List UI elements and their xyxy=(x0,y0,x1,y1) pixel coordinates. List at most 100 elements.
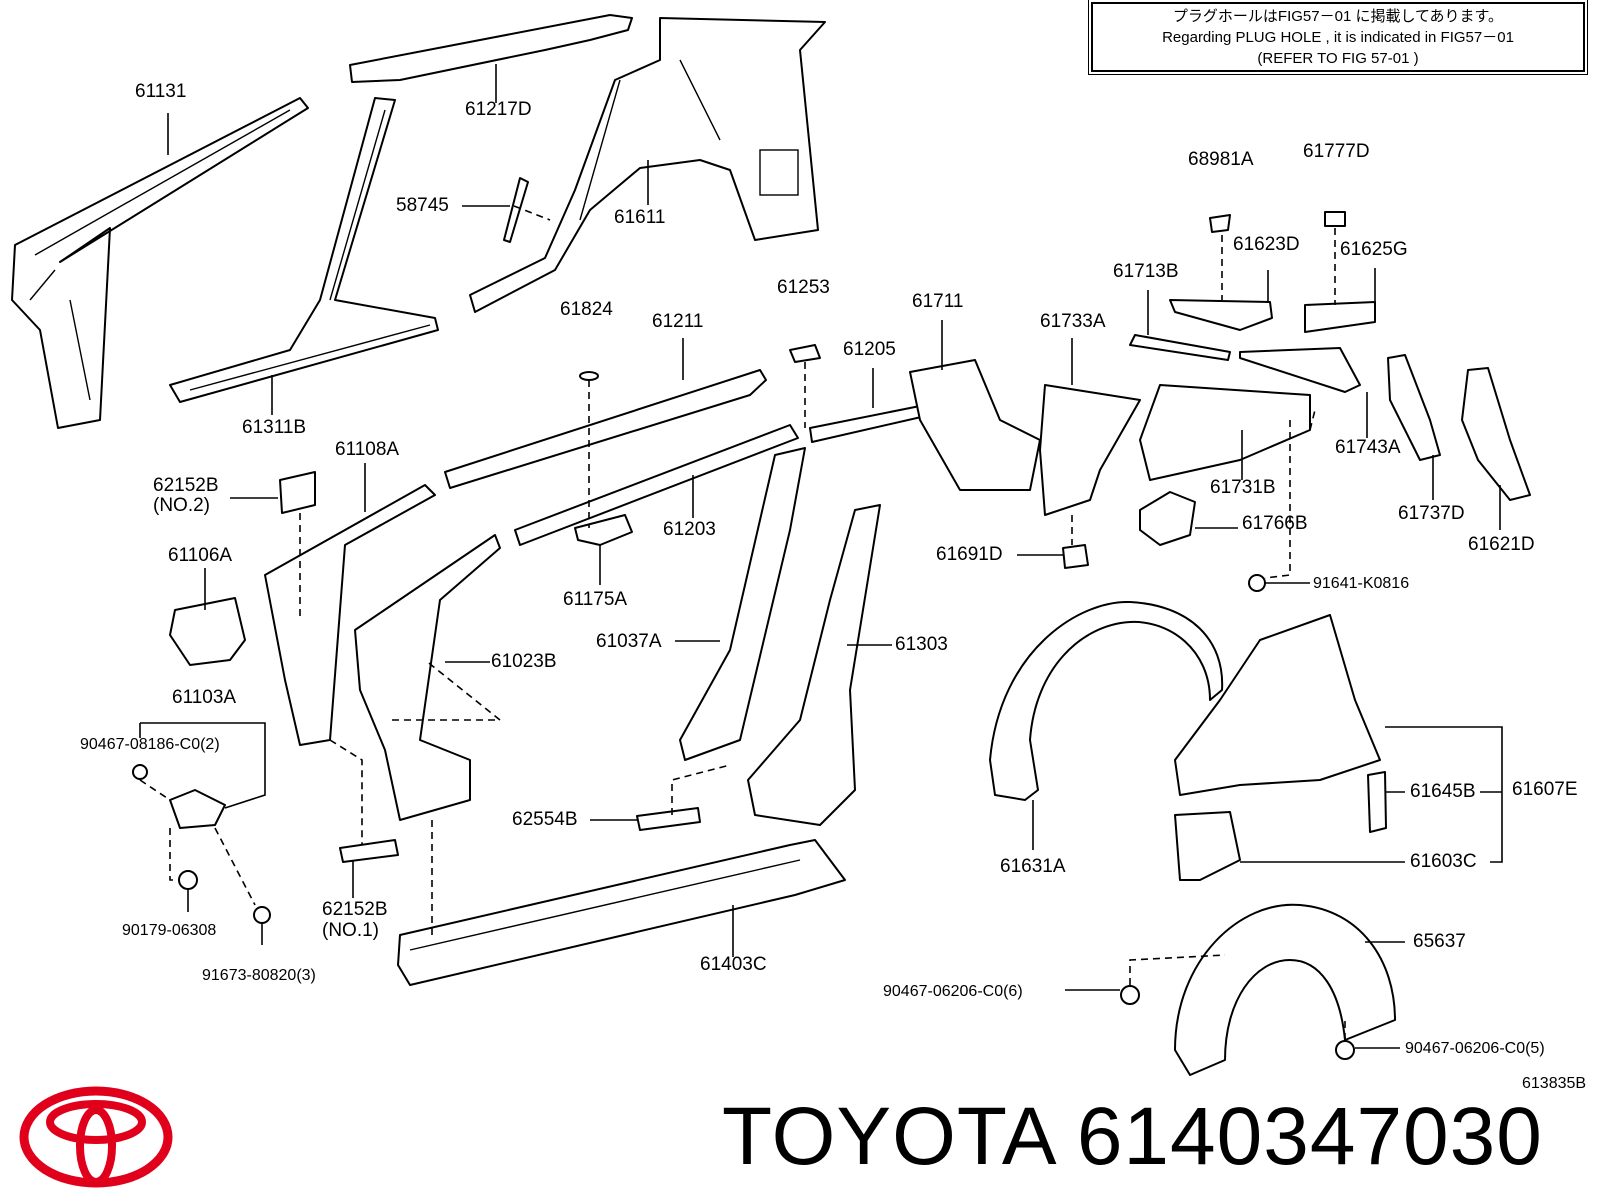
label-61303: 61303 xyxy=(895,634,948,655)
part-61253-shape xyxy=(789,344,821,363)
label-61023B: 61023B xyxy=(491,651,557,672)
part-61603C-shape xyxy=(1174,811,1241,881)
label-61733A: 61733A xyxy=(1040,311,1106,332)
label-58745: 58745 xyxy=(396,195,449,216)
part-61743A-shape xyxy=(1239,347,1361,393)
label-61824: 61824 xyxy=(560,299,613,320)
label-62152B-no1-suffix: (NO.1) xyxy=(322,920,379,941)
label-61621D: 61621D xyxy=(1468,534,1535,555)
part-61175A-shape xyxy=(574,514,633,546)
part-61737D-shape xyxy=(1387,354,1441,461)
part-61403C-shape xyxy=(397,839,846,986)
part-61303-shape xyxy=(747,504,881,826)
part-62152B-no1-shape xyxy=(339,839,399,863)
note-line-japanese: プラグホールはFIG57－01 に掲載してあります。 xyxy=(1172,8,1504,25)
label-61711: 61711 xyxy=(912,291,964,312)
label-61623D: 61623D xyxy=(1233,234,1300,255)
part-61037A-shape xyxy=(679,447,806,761)
label-61713B: 61713B xyxy=(1113,261,1179,282)
part-61106A-shape xyxy=(169,597,246,666)
part-61108A-shape xyxy=(264,484,436,746)
leader-lines xyxy=(139,64,1503,1049)
label-91673-80820: 91673-80820(3) xyxy=(202,967,316,984)
label-61645B: 61645B xyxy=(1410,781,1476,802)
part-61777D-shape xyxy=(1324,211,1346,227)
part-65637-shape xyxy=(1174,903,1396,1076)
part-62152B-no2-shape xyxy=(279,471,316,514)
part-58745-shape xyxy=(503,177,529,243)
note-line-refer: (REFER TO FIG 57-01 ) xyxy=(1257,50,1419,67)
label-61205: 61205 xyxy=(843,339,896,360)
note-line-english: Regarding PLUG HOLE , it is indicated in… xyxy=(1162,29,1514,46)
part-61631A-shape xyxy=(989,600,1224,801)
dashed-lines xyxy=(139,205,1346,1040)
part-61205-shape xyxy=(809,404,931,443)
part-61211-shape xyxy=(444,369,767,489)
part-61713B-shape xyxy=(1129,334,1231,361)
label-62152B-no2-suffix: (NO.2) xyxy=(153,495,210,516)
part-61023B-shape xyxy=(354,534,501,821)
part-61766B-shape xyxy=(1139,491,1196,546)
part-61731B-shape xyxy=(1139,384,1311,481)
label-90467-08186: 90467-08186-C0(2) xyxy=(80,736,220,753)
label-91641-K0816: 91641-K0816 xyxy=(1313,575,1410,592)
part-61691D-shape xyxy=(1062,544,1089,569)
part-61824-shape xyxy=(579,371,599,381)
label-62152B-no2: 62152B xyxy=(153,475,219,496)
label-68981A: 68981A xyxy=(1188,149,1254,170)
part-61203-shape xyxy=(514,424,799,546)
part-91641-K0816-shape xyxy=(1248,574,1266,592)
label-61211: 61211 xyxy=(652,311,704,332)
label-61766B: 61766B xyxy=(1242,513,1308,534)
label-61131: 61131 xyxy=(135,81,187,102)
part-90179-06308-shape xyxy=(178,870,198,890)
label-61311B: 61311B xyxy=(242,417,307,438)
part-91673-80820-shape xyxy=(253,906,271,924)
part-61311B-shape xyxy=(169,97,439,403)
label-90467-06206-5: 90467-06206-C0(5) xyxy=(1405,1040,1545,1057)
part-61733A-shape xyxy=(1039,384,1141,516)
label-613835B: 613835B xyxy=(1522,1075,1587,1092)
label-61253: 61253 xyxy=(777,277,830,298)
part-61103A-shape xyxy=(169,789,226,829)
part-61621D-shape xyxy=(1461,367,1531,501)
label-61777D: 61777D xyxy=(1303,141,1370,162)
plug-hole-note: プラグホールはFIG57－01 に掲載してあります。 Regarding PLU… xyxy=(1088,0,1588,75)
label-61037A: 61037A xyxy=(596,631,662,652)
label-62152B-no1: 62152B xyxy=(322,899,388,920)
label-61217D: 61217D xyxy=(465,99,532,120)
part-90467-06206-5-shape xyxy=(1335,1040,1355,1060)
part-61625G-shape xyxy=(1304,301,1376,333)
label-62554B: 62554B xyxy=(512,809,578,830)
label-61607E: 61607E xyxy=(1512,779,1578,800)
part-61711-shape xyxy=(909,359,1041,491)
label-61625G: 61625G xyxy=(1340,239,1408,260)
label-61743A: 61743A xyxy=(1335,437,1401,458)
part-61607E-shape xyxy=(1174,614,1381,796)
label-61691D: 61691D xyxy=(936,544,1003,565)
label-61631A: 61631A xyxy=(1000,856,1066,877)
label-61203: 61203 xyxy=(663,519,716,540)
label-61611: 61611 xyxy=(614,207,666,228)
label-61103A: 61103A xyxy=(172,687,237,708)
label-90467-06206-6: 90467-06206-C0(6) xyxy=(883,983,1023,1000)
label-61403C: 61403C xyxy=(700,954,767,975)
label-61603C: 61603C xyxy=(1410,851,1477,872)
part-90467-08186-shape xyxy=(132,764,148,780)
label-90179-06308: 90179-06308 xyxy=(122,922,217,939)
part-61217D-shape xyxy=(349,14,633,83)
brand-part-number: TOYOTA 6140347030 xyxy=(722,1091,1543,1182)
toyota-logo-icon xyxy=(19,1086,173,1188)
label-61108A: 61108A xyxy=(335,439,400,460)
label-61731B: 61731B xyxy=(1210,477,1276,498)
label-61106A: 61106A xyxy=(168,545,233,566)
part-68981A-shape xyxy=(1209,214,1231,233)
label-65637: 65637 xyxy=(1413,931,1466,952)
label-61175A: 61175A xyxy=(563,589,628,610)
part-61623D-shape xyxy=(1169,299,1273,331)
part-61131-shape xyxy=(11,97,309,429)
part-61645B-shape xyxy=(1367,771,1387,833)
label-61737D: 61737D xyxy=(1398,503,1465,524)
part-62554B-shape xyxy=(636,807,701,831)
